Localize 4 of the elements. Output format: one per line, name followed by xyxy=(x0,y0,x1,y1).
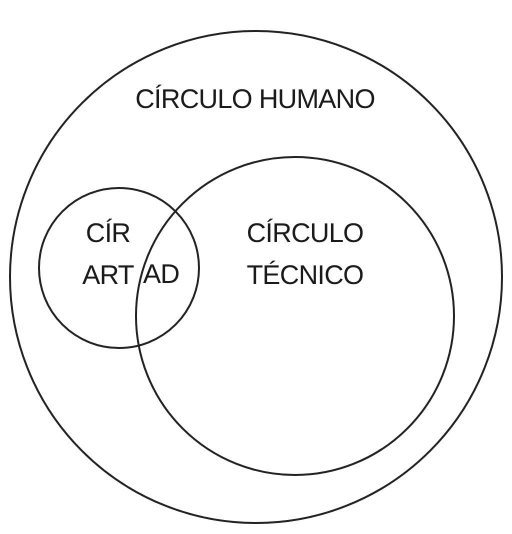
circle-label: CÍRCULO HUMANO xyxy=(134,83,376,116)
circle-label: CÍRCULO TÉCNICO xyxy=(246,217,364,292)
overlap-label: AD xyxy=(143,258,180,291)
circle-label: CÍR ART xyxy=(81,217,135,292)
